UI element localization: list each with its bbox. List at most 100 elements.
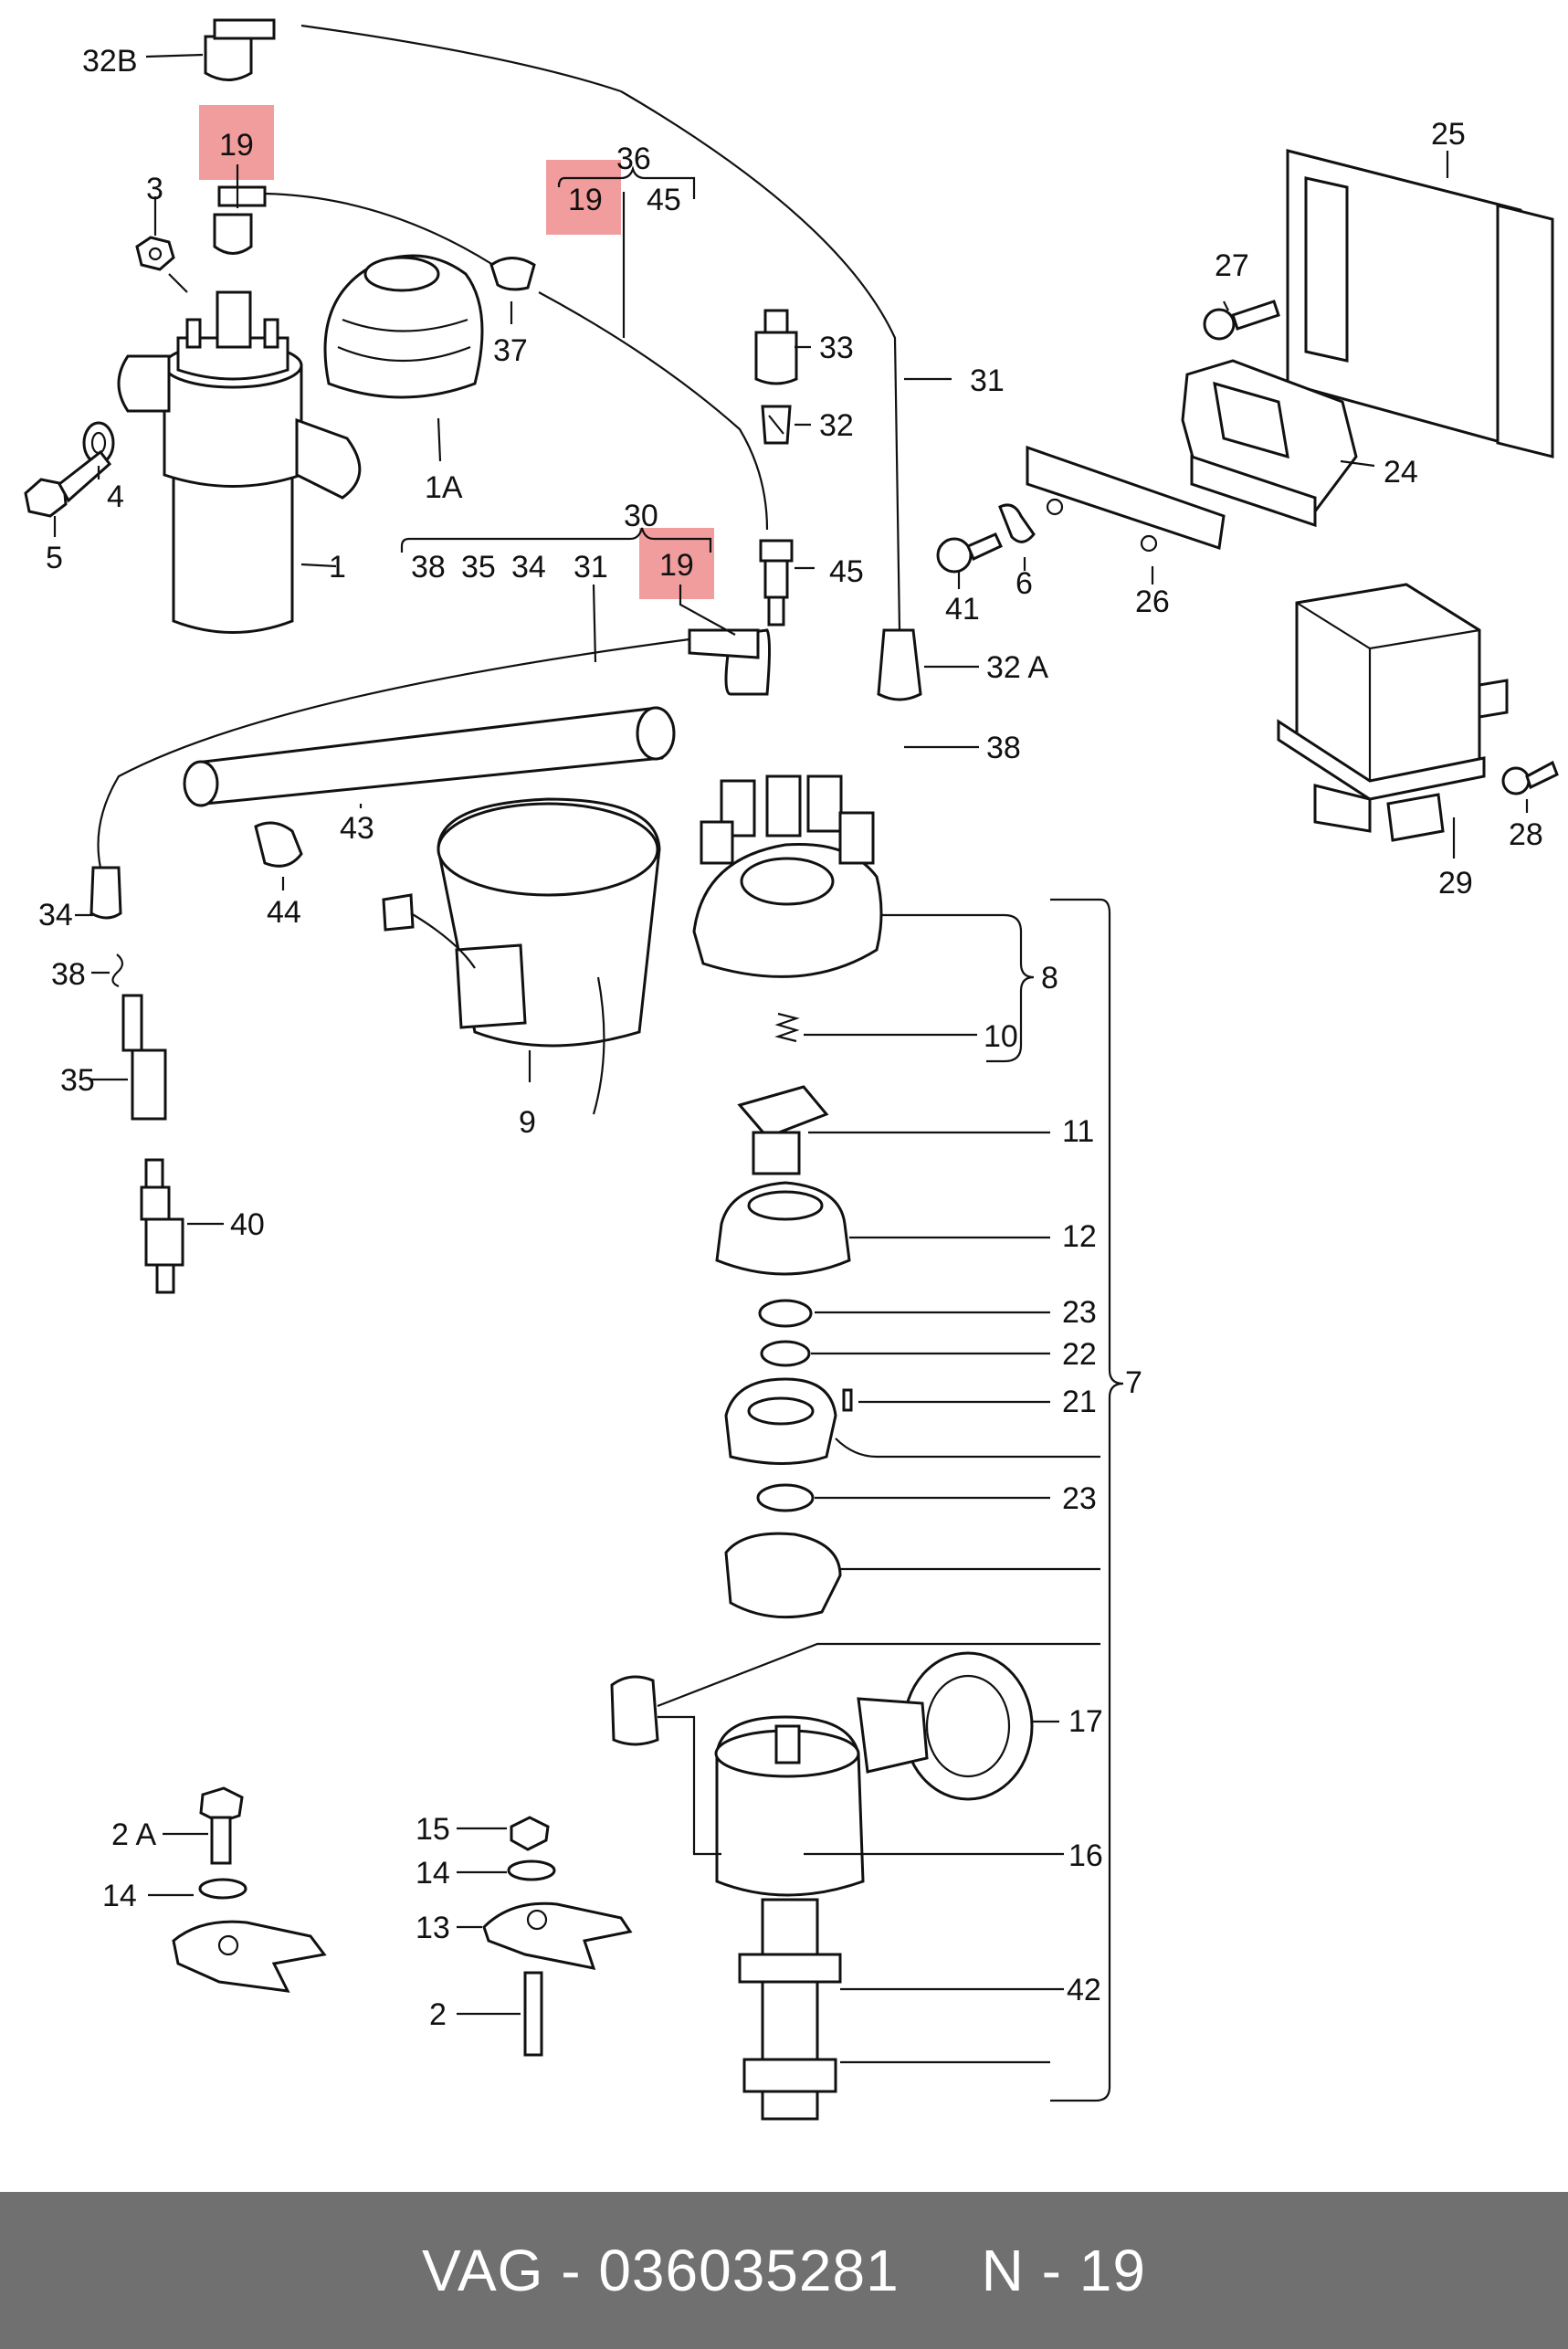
label-17: 17 xyxy=(1068,1704,1103,1739)
label-38-bracket: 38 xyxy=(411,550,446,585)
pin-21 xyxy=(842,1388,853,1412)
label-42: 42 xyxy=(1067,1973,1101,2007)
label-19-plug-lead: 19 xyxy=(659,548,694,583)
screw-41 xyxy=(936,532,1003,574)
shield-9 xyxy=(382,797,661,1115)
label-34-bracket: 34 xyxy=(511,550,546,585)
label-22: 22 xyxy=(1062,1337,1097,1372)
label-41: 41 xyxy=(945,592,980,627)
label-13: 13 xyxy=(416,1911,450,1945)
clamp-plate-left xyxy=(172,1920,327,1993)
vacuum-unit-17 xyxy=(857,1651,1034,1801)
label-35: 35 xyxy=(60,1063,95,1098)
label-36: 36 xyxy=(616,142,651,176)
highlight-19-middle xyxy=(546,160,621,235)
footer-page-reference: N - 19 xyxy=(981,2238,1146,2303)
suppressor-45 xyxy=(759,539,794,627)
bolt-5 xyxy=(24,449,112,518)
label-40: 40 xyxy=(230,1207,265,1242)
spark-plug-40 xyxy=(140,1158,184,1294)
label-31-top: 31 xyxy=(970,363,1005,398)
screw-27 xyxy=(1203,300,1280,341)
washer-6 xyxy=(998,503,1036,543)
plug-connector-32B xyxy=(204,18,622,93)
label-2A: 2 A xyxy=(111,1817,156,1852)
label-28: 28 xyxy=(1509,817,1543,852)
plug-lead-31 xyxy=(97,628,771,869)
label-5: 5 xyxy=(46,541,63,575)
boot-33 xyxy=(754,309,798,385)
label-10: 10 xyxy=(984,1019,1018,1054)
label-12: 12 xyxy=(1062,1219,1097,1254)
clip-32 xyxy=(761,405,792,445)
part-labels: 32B 19 3 36 19 45 25 27 37 33 31 32 24 4… xyxy=(38,44,1543,2032)
label-31-bracket: 31 xyxy=(574,550,608,585)
clip-38 xyxy=(111,953,124,988)
stud-2 xyxy=(523,1971,543,2057)
screw-28 xyxy=(1501,760,1559,795)
label-16: 16 xyxy=(1068,1838,1103,1873)
hall-sender xyxy=(724,1532,842,1619)
circlip-23-lower xyxy=(756,1483,815,1512)
cable-holder-43 xyxy=(183,706,676,807)
label-26: 26 xyxy=(1135,585,1170,619)
connector-32A xyxy=(877,628,922,701)
coil-lead-19 xyxy=(213,185,494,266)
label-23-lower: 23 xyxy=(1062,1481,1097,1516)
label-24: 24 xyxy=(1384,455,1418,490)
exploded-parts-diagram: 32B 19 3 36 19 45 25 27 37 33 31 32 24 4… xyxy=(24,18,1559,2121)
suppressor-35 xyxy=(121,994,167,1121)
label-1A: 1A xyxy=(425,470,463,505)
label-30: 30 xyxy=(624,499,658,533)
label-11: 11 xyxy=(1062,1114,1094,1149)
distributor-housing-16 xyxy=(714,1715,865,2121)
circlip-23-upper xyxy=(758,1299,813,1328)
clamp-plate-13 xyxy=(482,1901,633,1970)
label-43: 43 xyxy=(340,811,374,846)
label-32: 32 xyxy=(819,408,854,443)
label-35-bracket: 35 xyxy=(461,550,496,585)
label-19-coil-lead: 19 xyxy=(219,128,254,163)
reluctor-plate xyxy=(724,1377,837,1465)
washer-22 xyxy=(760,1340,811,1367)
control-unit-24 xyxy=(1181,359,1358,528)
label-45-top: 45 xyxy=(647,183,681,217)
bracket-25 xyxy=(1286,149,1554,458)
label-32A: 32 A xyxy=(986,650,1048,685)
ht-lead-36 xyxy=(538,291,769,531)
label-15: 15 xyxy=(416,1812,450,1847)
washer-14-right xyxy=(507,1859,556,1881)
label-14-right: 14 xyxy=(416,1856,450,1891)
label-37: 37 xyxy=(493,333,528,368)
vacuum-seal xyxy=(610,1675,659,1746)
label-3: 3 xyxy=(146,172,163,206)
label-34: 34 xyxy=(38,898,73,932)
spark-plug-connector-34 xyxy=(89,866,122,920)
coil-cover-boot xyxy=(323,254,484,399)
label-14-left: 14 xyxy=(102,1879,137,1913)
distributor-cap-8 xyxy=(692,774,883,978)
label-8: 8 xyxy=(1041,961,1058,995)
label-29: 29 xyxy=(1438,866,1473,901)
rotor-11 xyxy=(737,1085,829,1175)
nut-3 xyxy=(135,236,175,271)
label-33: 33 xyxy=(819,331,854,365)
spring-10 xyxy=(774,1012,800,1043)
clamp-44 xyxy=(254,821,303,868)
label-9: 9 xyxy=(519,1105,536,1140)
clip-37 xyxy=(489,257,536,291)
footer-part-number: VAG - 036035281 xyxy=(422,2238,900,2303)
leader-lines xyxy=(53,53,1529,2102)
bracket-26 xyxy=(1026,445,1226,553)
label-4: 4 xyxy=(107,479,124,514)
bolt-2A xyxy=(199,1786,244,1865)
label-27: 27 xyxy=(1215,248,1249,283)
label-44: 44 xyxy=(267,895,301,930)
label-45-suppressor: 45 xyxy=(829,554,864,589)
lead-31 xyxy=(620,90,901,631)
footer-bar: VAG - 036035281 N - 19 xyxy=(0,2192,1568,2349)
ignition-coil xyxy=(117,290,362,634)
label-2: 2 xyxy=(429,1997,447,2032)
washer-14-left xyxy=(198,1878,247,1900)
dust-cap-12 xyxy=(715,1181,851,1276)
